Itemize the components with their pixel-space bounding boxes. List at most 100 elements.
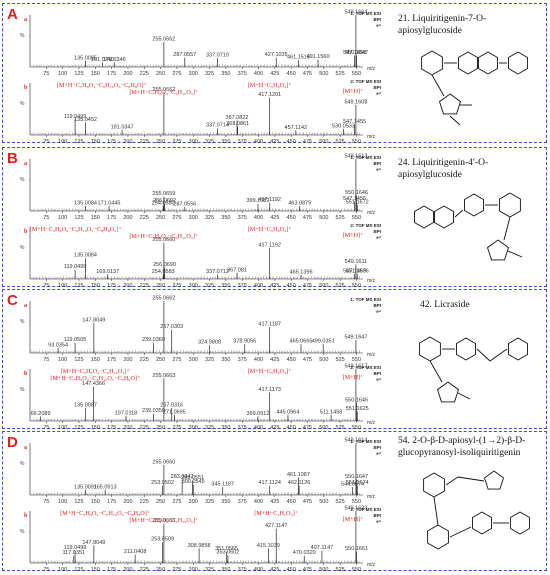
peak-label: 465.1396 — [290, 269, 313, 275]
sub-label: a — [24, 444, 27, 451]
instrument-label: e⁴ — [376, 91, 381, 96]
x-tick-label: 350 — [221, 499, 230, 505]
fragment-annotation: [M+H−C₅H₈O₄−C₆H₁₀O₅]⁺ — [61, 368, 130, 375]
percent-label: % — [20, 245, 25, 251]
x-tick-label: 425 — [270, 283, 279, 289]
x-tick-label: 525 — [336, 215, 345, 221]
x-tick-label: 275 — [172, 283, 181, 289]
x-tick-label: 275 — [172, 215, 181, 221]
x-tick-label: 450 — [287, 357, 296, 363]
peak-label: 549.1614 — [344, 438, 367, 444]
x-tick-label: 275 — [172, 71, 181, 77]
x-tick-label: 450 — [287, 499, 296, 505]
instrument-label: 1: TOF MS ESI — [350, 439, 381, 444]
x-tick-label: 500 — [319, 499, 328, 505]
fragment-annotation: [M+H−C₅H₈O₄]⁺ — [248, 368, 292, 375]
x-tick-label: 300 — [189, 71, 198, 77]
instrument-label: 1: TOF MS ESI — [350, 11, 381, 16]
peak-label: 255.0660 — [152, 237, 175, 243]
peak-label: 93.0354 — [48, 342, 68, 348]
sub-label: a — [24, 302, 27, 309]
peak-label: 497.1147 — [311, 545, 334, 551]
x-tick-label: 425 — [270, 215, 279, 221]
x-tick-label: 275 — [172, 567, 181, 573]
x-tick-label: 325 — [205, 215, 214, 221]
x-tick-label: 100 — [58, 215, 67, 221]
x-tick-label: 75 — [43, 357, 49, 363]
x-tick-label: 125 — [74, 71, 83, 77]
x-tick-label: 525 — [336, 71, 345, 77]
compound-name: 42. Licraside — [420, 300, 470, 310]
peak-label: 417.1192 — [258, 197, 281, 203]
x-tick-label: 525 — [336, 357, 345, 363]
x-tick-label: 250 — [156, 425, 165, 431]
fragment-annotation: [M+H]⁺ — [343, 88, 364, 95]
x-tick-label: 300 — [189, 215, 198, 221]
peak-label: 197.0118 — [115, 410, 138, 416]
peak-label: 367.0822 — [226, 115, 249, 121]
x-tick-label: 475 — [303, 283, 312, 289]
x-tick-label: 300 — [189, 567, 198, 573]
instrument-label: 1: TOF MS ESI — [350, 297, 381, 302]
x-tick-label: 150 — [91, 71, 100, 77]
peak-label: 465.0665 — [290, 339, 313, 345]
peak-label: 253.0502 — [151, 480, 174, 486]
x-tick-label: 375 — [238, 357, 247, 363]
x-tick-label: 525 — [336, 567, 345, 573]
x-tick-label: 225 — [140, 425, 149, 431]
peak-label: 368.0861 — [226, 121, 249, 127]
x-tick-label: 100 — [58, 71, 67, 77]
peak-label: 287.0557 — [173, 52, 196, 58]
peak-label: 551.1676 — [346, 268, 369, 274]
x-tick-label: 300 — [189, 499, 198, 505]
x-tick-label: 300 — [189, 357, 198, 363]
fragment-annotation: [M+H]⁺ — [343, 374, 364, 381]
x-tick-label: 250 — [156, 499, 165, 505]
peak-label: 549.1647 — [344, 335, 367, 341]
x-tick-label: 175 — [107, 283, 116, 289]
mz-unit-label: m/z — [367, 210, 376, 216]
x-tick-label: 100 — [58, 139, 67, 145]
x-tick-label: 375 — [238, 139, 247, 145]
x-tick-label: 425 — [270, 357, 279, 363]
peak-label: 165.0913 — [94, 484, 117, 490]
peak-label: 256.0690 — [153, 262, 176, 268]
instrument-label: e⁴ — [376, 519, 381, 524]
x-tick-label: 200 — [123, 567, 132, 573]
sub-label: b — [24, 512, 28, 519]
peak-label: 119.0505 — [64, 337, 87, 343]
panel-b: B — [2, 147, 547, 287]
peak-label: 255.0663 — [152, 518, 175, 524]
peak-label: 66.2089 — [31, 411, 51, 417]
x-tick-label: 75 — [43, 499, 49, 505]
instrument-label: 1: TOF MS ESI — [350, 155, 381, 160]
panel-letter: D — [7, 434, 18, 451]
peak-label: 549.1608 — [344, 99, 367, 105]
x-tick-label: 100 — [58, 499, 67, 505]
x-tick-label: 100 — [58, 425, 67, 431]
peak-label: 551.1672 — [346, 199, 369, 205]
panel-letter: C — [7, 292, 18, 309]
x-tick-label: 175 — [107, 567, 116, 573]
panel-letter: A — [7, 6, 18, 23]
x-tick-label: 75 — [43, 425, 49, 431]
x-tick-label: 250 — [156, 139, 165, 145]
peak-label: 300.0545 — [182, 479, 205, 485]
x-tick-label: 100 — [58, 283, 67, 289]
peak-label: 255.0662 — [152, 37, 175, 43]
x-tick-label: 325 — [205, 283, 214, 289]
fragment-annotation: [M+H]⁺ — [343, 232, 364, 239]
x-tick-label: 450 — [287, 425, 296, 431]
x-tick-label: 275 — [172, 357, 181, 363]
peak-label: 255.0662 — [152, 87, 175, 93]
x-tick-label: 500 — [319, 567, 328, 573]
x-tick-label: 75 — [43, 215, 49, 221]
x-tick-label: 250 — [156, 567, 165, 573]
fragment-annotation: [M+H−C₅H₈O₄−C₆H₁₀O₅]⁺ — [129, 233, 198, 240]
x-tick-label: 375 — [238, 283, 247, 289]
x-tick-label: 500 — [319, 71, 328, 77]
peak-label: 283.0242 — [171, 474, 194, 480]
percent-label: % — [20, 387, 25, 393]
